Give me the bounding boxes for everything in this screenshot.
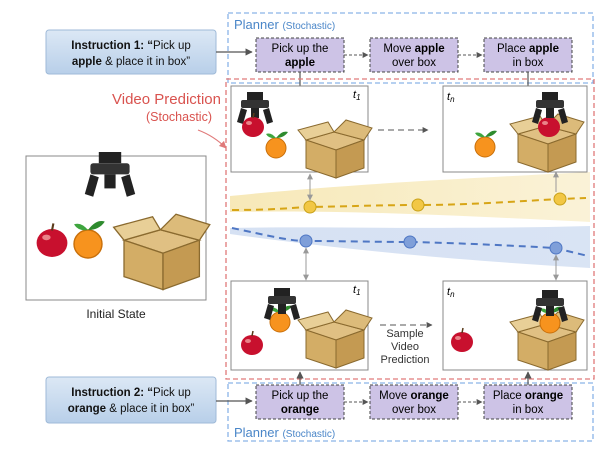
blue-dot-1	[299, 234, 313, 248]
instruction-1-line2: apple & place it in box”	[72, 56, 190, 68]
sample-label-1: Sample	[386, 328, 423, 340]
planner-bottom-frame	[227, 382, 594, 442]
yellow-dot-2	[411, 198, 425, 212]
planner-top-title: Planner (Stochastic)	[234, 17, 335, 32]
video-prediction-frame	[225, 78, 595, 380]
initial-apple-icon	[36, 223, 68, 257]
instruction-2-line2: orange & place it in box”	[68, 403, 195, 415]
instruction-2-box	[45, 376, 217, 424]
arrow-video-label	[197, 129, 227, 149]
video-prediction-subtitle: (Stochastic)	[146, 110, 212, 124]
planner-top-frame	[227, 12, 594, 84]
step-bottom-3-l2: in box	[513, 404, 544, 416]
step-top-2	[369, 37, 459, 73]
step-bottom-3-l1: Place orange	[493, 390, 563, 402]
planner-bottom-title: Planner (Stochastic)	[234, 425, 335, 440]
sample-label-3: Prediction	[381, 354, 430, 366]
step-top-1	[255, 37, 345, 73]
sample-label-2: Video	[391, 341, 419, 353]
step-top-3-l2: in box	[513, 57, 544, 69]
frame-bottom-t1-label: t1	[353, 284, 361, 297]
frame-top-tn-label: tn	[447, 91, 455, 104]
yellow-dot-3	[553, 192, 567, 206]
initial-state-label: Initial State	[86, 307, 146, 321]
step-bottom-2-l2: over box	[392, 404, 436, 416]
step-top-1-l1: Pick up the	[272, 43, 329, 55]
initial-orange-icon	[73, 221, 105, 259]
step-bottom-3	[483, 384, 573, 420]
step-bottom-2	[369, 384, 459, 420]
step-top-2-l1: Move apple	[383, 43, 444, 55]
initial-gripper-icon	[84, 152, 136, 197]
blue-dot-2	[403, 235, 417, 249]
frame-bottom-tn-label: tn	[447, 286, 455, 299]
step-bottom-2-l1: Move orange	[379, 390, 449, 402]
step-top-3-l1: Place apple	[497, 43, 559, 55]
yellow-dot-1	[303, 200, 317, 214]
step-top-2-l2: over box	[392, 57, 436, 69]
blue-dot-3	[549, 241, 563, 255]
blue-trajectory	[231, 227, 589, 257]
instruction-1-line1: Instruction 1: “Pick up	[71, 40, 191, 52]
yellow-trajectory	[231, 197, 587, 211]
initial-box-icon	[112, 213, 211, 291]
video-prediction-title: Video Prediction	[112, 91, 221, 108]
step-top-1-l2: apple	[285, 57, 315, 69]
step-bottom-1-l1: Pick up the	[272, 390, 329, 402]
frame-top-t1-label: t1	[353, 89, 361, 102]
yellow-uncertainty-band	[230, 172, 590, 222]
step-bottom-1-l2: orange	[281, 404, 319, 416]
instruction-2-line1: Instruction 2: “Pick up	[71, 387, 191, 399]
